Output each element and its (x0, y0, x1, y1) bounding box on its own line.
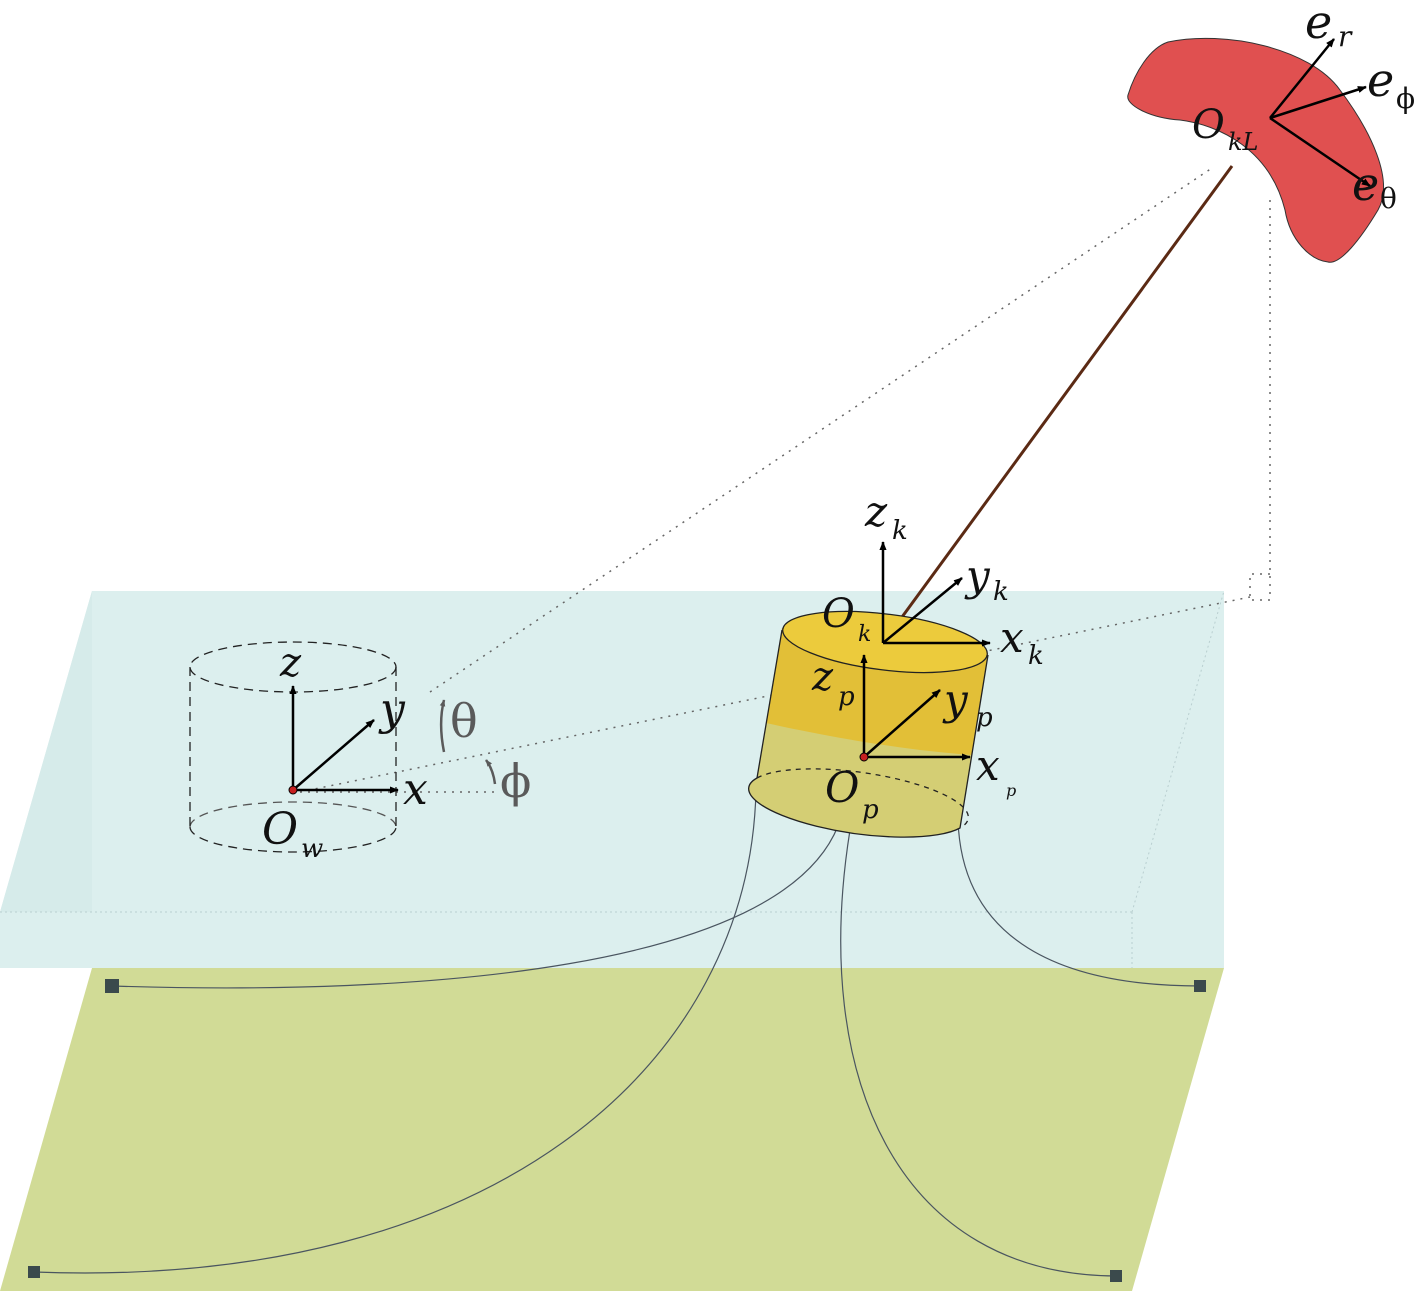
phi-angle-arrow (484, 759, 497, 785)
svg-text:e: e (1305, 0, 1332, 49)
label-theta: θ (450, 694, 478, 748)
kite (1127, 37, 1384, 263)
label-z-p: z p (811, 654, 855, 712)
seabed (0, 968, 1224, 1291)
svg-text:O: O (262, 804, 298, 855)
floating-platform (748, 610, 989, 838)
svg-text:z: z (811, 654, 834, 700)
theta-angle-arrow (439, 699, 446, 753)
label-e-theta: e θ (1352, 157, 1397, 215)
svg-text:k: k (1028, 641, 1044, 671)
svg-text:y: y (964, 551, 991, 600)
anchor-3 (1110, 1270, 1122, 1282)
water-right-edge (1131, 590, 1225, 913)
svg-text:O: O (822, 591, 855, 637)
world-y-axis (292, 719, 375, 791)
label-z-k: z k (864, 487, 908, 546)
label-phi: ϕ (500, 754, 531, 808)
svg-text:z: z (864, 487, 888, 536)
label-O-k: O k (822, 591, 871, 647)
svg-text:p: p (838, 682, 855, 712)
label-O-w: O w (262, 804, 323, 864)
kite-er-axis (1269, 38, 1335, 119)
label-e-phi: e ϕ (1367, 53, 1415, 115)
svg-text:kL: kL (1228, 128, 1258, 156)
label-z: z (279, 640, 302, 686)
mooring-line-3 (840, 829, 1117, 1277)
projection-line-phi (299, 596, 1251, 793)
mooring-line-2 (33, 789, 757, 1274)
tether (881, 165, 1234, 644)
svg-text:e: e (1352, 157, 1379, 211)
svg-text:x: x (1000, 613, 1024, 662)
svg-text:y: y (942, 675, 969, 724)
projection-line-theta (429, 167, 1213, 693)
svg-text:O: O (825, 763, 859, 812)
water-left-face (0, 591, 92, 968)
water-front-face (0, 591, 1224, 968)
kite-ephi-axis (1269, 85, 1367, 120)
label-y-p: y p (942, 675, 993, 733)
anchor-4 (1194, 980, 1206, 992)
projection-drop-line (1249, 200, 1271, 601)
kite-etheta-axis (1269, 116, 1371, 188)
svg-text:k: k (993, 577, 1009, 607)
svg-text:w: w (301, 834, 323, 864)
mooring-line-1 (111, 825, 839, 989)
label-O-kL: O kL (1192, 102, 1258, 156)
svg-text:x: x (976, 741, 1000, 790)
label-y: y (378, 684, 406, 735)
svg-text:ϕ: ϕ (1396, 82, 1415, 115)
label-x-p: x p (976, 741, 1016, 800)
label-O-p: O p (825, 763, 879, 825)
anchor-2 (28, 1266, 40, 1278)
svg-text:p: p (862, 795, 879, 825)
label-y-k: y k (964, 551, 1009, 607)
anchor-1 (105, 979, 119, 993)
platform-y-axis (863, 689, 941, 758)
svg-text:r: r (1338, 20, 1353, 53)
platform-origin (859, 752, 869, 762)
svg-text:e: e (1367, 53, 1394, 107)
svg-text:O: O (1192, 102, 1225, 148)
label-x: x (403, 764, 428, 815)
svg-text:θ: θ (1380, 182, 1397, 215)
label-x-k: x k (1000, 613, 1044, 671)
world-origin (288, 785, 298, 795)
svg-text:k: k (892, 516, 908, 546)
kite-base-y-axis (882, 577, 963, 644)
svg-text:k: k (858, 622, 871, 647)
svg-text:p: p (1006, 781, 1016, 800)
label-e-r: e r (1305, 0, 1353, 53)
svg-text:p: p (976, 703, 993, 733)
mooring-line-4 (957, 819, 1201, 987)
